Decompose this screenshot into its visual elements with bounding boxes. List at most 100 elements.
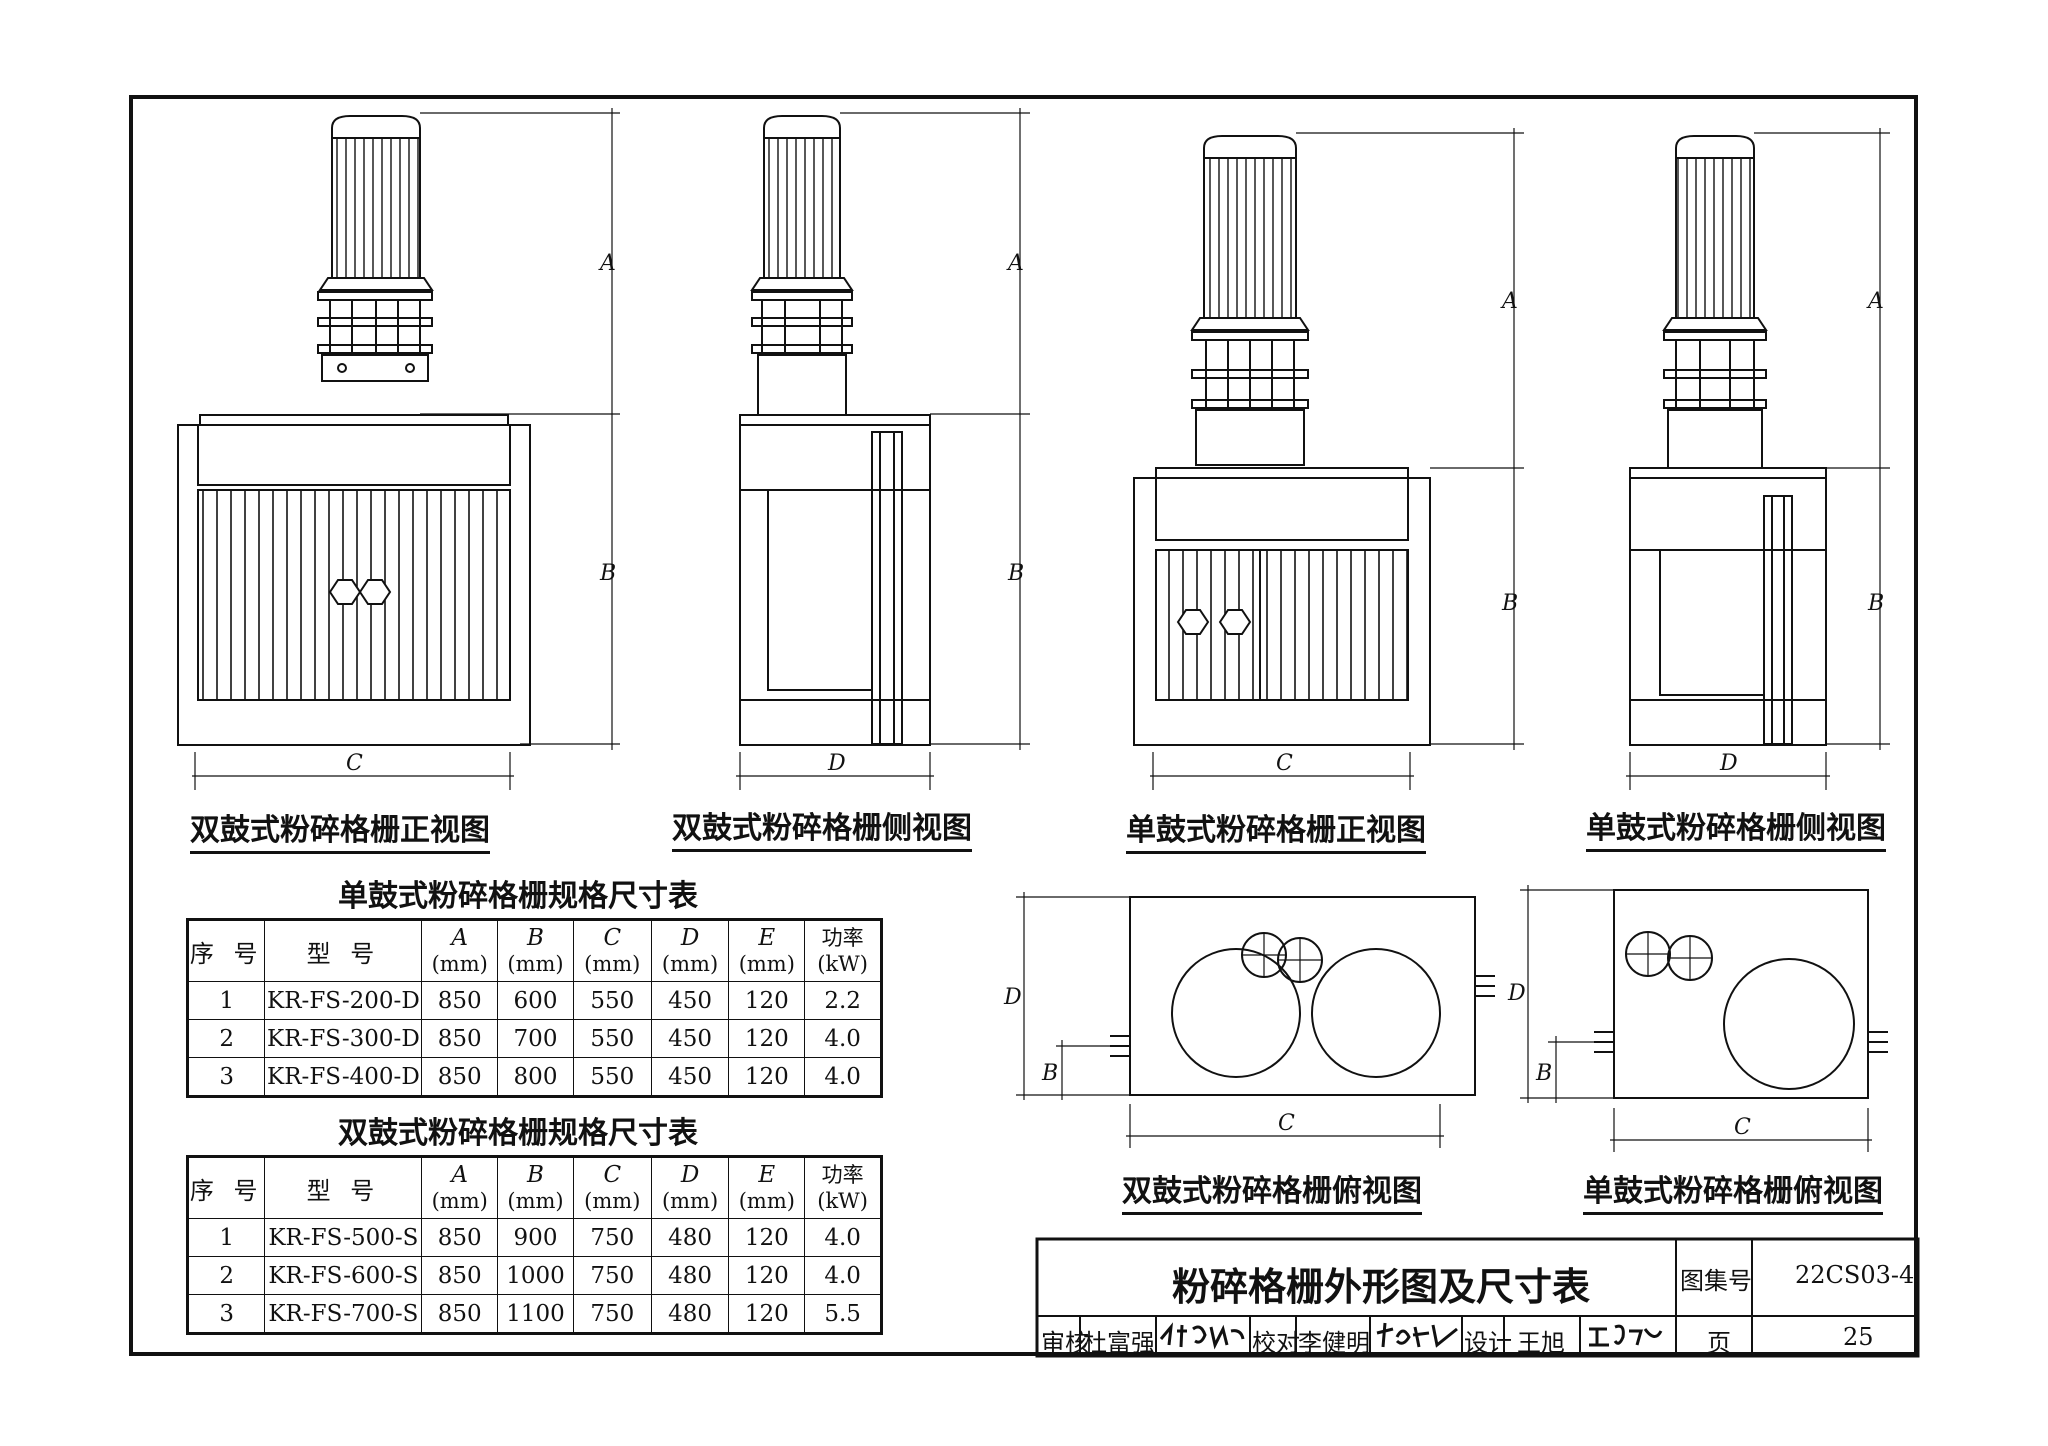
- cell-no: 1: [186, 981, 266, 1020]
- atlas-number: 22CS03-4: [1795, 1261, 1915, 1289]
- table-title-double: 双鼓式粉碎格栅规格尺寸表: [338, 1116, 698, 1151]
- header-c: C(mm): [572, 1156, 652, 1219]
- header-no: 序 号: [186, 1156, 266, 1219]
- title-block: 粉碎格栅外形图及尺寸表 图集号 22CS03-4 审核 杜富强 校对 李健明 设…: [1037, 1239, 1918, 1357]
- cell-a: 850: [421, 1294, 499, 1334]
- table-row: 3 KR-FS-700-S 850 1100 750 480 120 5.5: [186, 1294, 882, 1334]
- cell-a: 850: [421, 1256, 499, 1295]
- dim-d-double-side: D: [827, 751, 846, 776]
- table-header-row: 序 号 型 号 A(mm) B(mm) C(mm) D(mm) E(mm) 功率…: [186, 1156, 882, 1219]
- dim-d-single-top: D: [1507, 981, 1526, 1006]
- cell-a: 850: [421, 1057, 499, 1097]
- single-top-view: [1520, 885, 1888, 1152]
- caption-single-side: 单鼓式粉碎格栅侧视图: [1586, 811, 1886, 852]
- dim-c-double-top: C: [1278, 1111, 1295, 1136]
- atlas-label: 图集号: [1680, 1267, 1752, 1295]
- dim-a-single-front: A: [1500, 289, 1518, 314]
- table-row: 2 KR-FS-300-D 850 700 550 450 120 4.0: [186, 1019, 882, 1058]
- cell-c: 550: [572, 1019, 652, 1058]
- header-power: 功率(kW): [804, 919, 882, 982]
- cell-d: 450: [650, 1057, 730, 1097]
- table-title-single: 单鼓式粉碎格栅规格尺寸表: [338, 879, 698, 914]
- cell-b: 700: [497, 1019, 574, 1058]
- cell-c: 750: [572, 1256, 652, 1295]
- dim-b-double-top: B: [1041, 1061, 1058, 1086]
- dim-b-single-front: B: [1501, 591, 1518, 616]
- header-power: 功率(kW): [804, 1156, 882, 1219]
- dim-b-single-side: B: [1867, 591, 1884, 616]
- cell-e: 120: [728, 1019, 806, 1058]
- page-label: 页: [1707, 1329, 1731, 1357]
- header-d: D(mm): [650, 919, 730, 982]
- designer-name: 王旭: [1517, 1329, 1565, 1357]
- caption-double-top: 双鼓式粉碎格栅俯视图: [1122, 1174, 1422, 1215]
- dim-d-double-top: D: [1003, 985, 1022, 1010]
- header-d: D(mm): [650, 1156, 730, 1219]
- double-side-view: [736, 108, 1030, 790]
- caption-double-side: 双鼓式粉碎格栅侧视图: [672, 811, 972, 852]
- cell-model: KR-FS-400-D: [264, 1057, 423, 1097]
- double-front-view: [177, 108, 620, 790]
- dimension-labels: A B C A B D A B C A B D D B C D B C: [346, 251, 1884, 1140]
- dim-a-single-side: A: [1866, 289, 1884, 314]
- spec-table-double: 序 号 型 号 A(mm) B(mm) C(mm) D(mm) E(mm) 功率…: [186, 1155, 883, 1335]
- spec-table-single: 序 号 型 号 A(mm) B(mm) C(mm) D(mm) E(mm) 功率…: [186, 918, 883, 1098]
- cell-e: 120: [728, 1256, 806, 1295]
- cell-no: 3: [186, 1057, 266, 1097]
- cell-model: KR-FS-200-D: [264, 981, 423, 1020]
- design-label: 设计: [1464, 1329, 1512, 1357]
- dim-b-single-top: B: [1535, 1061, 1552, 1086]
- cell-d: 480: [650, 1294, 730, 1334]
- cell-b: 1100: [497, 1294, 574, 1334]
- table-row: 2 KR-FS-600-S 850 1000 750 480 120 4.0: [186, 1256, 882, 1295]
- dim-a-double-front: A: [598, 251, 616, 276]
- cell-power: 5.5: [804, 1294, 882, 1334]
- cell-d: 450: [650, 1019, 730, 1058]
- header-a: A(mm): [421, 1156, 499, 1219]
- dim-a-double-side: A: [1006, 251, 1024, 276]
- cell-b: 1000: [497, 1256, 574, 1295]
- table-row: 1 KR-FS-500-S 850 900 750 480 120 4.0: [186, 1218, 882, 1257]
- header-model: 型 号: [264, 919, 423, 982]
- drawing-frame: [129, 95, 1918, 1356]
- header-a: A(mm): [421, 919, 499, 982]
- dim-b-double-front: B: [599, 561, 616, 586]
- caption-double-front: 双鼓式粉碎格栅正视图: [190, 813, 490, 854]
- cell-c: 750: [572, 1294, 652, 1334]
- caption-single-front: 单鼓式粉碎格栅正视图: [1126, 813, 1426, 854]
- cell-a: 850: [421, 1019, 499, 1058]
- dim-b-double-side: B: [1007, 561, 1024, 586]
- reviewer-name: 杜富强: [1083, 1329, 1155, 1357]
- signature-designer: [1589, 1324, 1663, 1347]
- header-c: C(mm): [572, 919, 652, 982]
- signature-checker: [1376, 1322, 1458, 1348]
- single-side-view: [1626, 128, 1890, 790]
- header-b: B(mm): [497, 919, 574, 982]
- cell-e: 120: [728, 1057, 806, 1097]
- table-row: 1 KR-FS-200-D 850 600 550 450 120 2.2: [186, 981, 882, 1020]
- cell-e: 120: [728, 981, 806, 1020]
- single-front-view: [1133, 128, 1524, 790]
- table-row: 3 KR-FS-400-D 850 800 550 450 120 4.0: [186, 1057, 882, 1097]
- title-block-grid: [1035, 1237, 1920, 1358]
- dim-c-single-top: C: [1734, 1115, 1751, 1140]
- cell-c: 750: [572, 1218, 652, 1257]
- cell-model: KR-FS-300-D: [264, 1019, 423, 1058]
- cell-b: 800: [497, 1057, 574, 1097]
- cell-power: 4.0: [804, 1019, 882, 1058]
- cell-b: 900: [497, 1218, 574, 1257]
- dim-d-single-side: D: [1719, 751, 1738, 776]
- cell-b: 600: [497, 981, 574, 1020]
- header-b: B(mm): [497, 1156, 574, 1219]
- cell-model: KR-FS-600-S: [264, 1256, 423, 1295]
- cell-d: 480: [650, 1256, 730, 1295]
- cell-power: 4.0: [804, 1256, 882, 1295]
- cell-power: 4.0: [804, 1057, 882, 1097]
- cell-c: 550: [572, 1057, 652, 1097]
- dim-c-single-front: C: [1276, 751, 1293, 776]
- table-header-row: 序 号 型 号 A(mm) B(mm) C(mm) D(mm) E(mm) 功率…: [186, 919, 882, 982]
- cell-a: 850: [421, 981, 499, 1020]
- cell-no: 2: [186, 1019, 266, 1058]
- cell-c: 550: [572, 981, 652, 1020]
